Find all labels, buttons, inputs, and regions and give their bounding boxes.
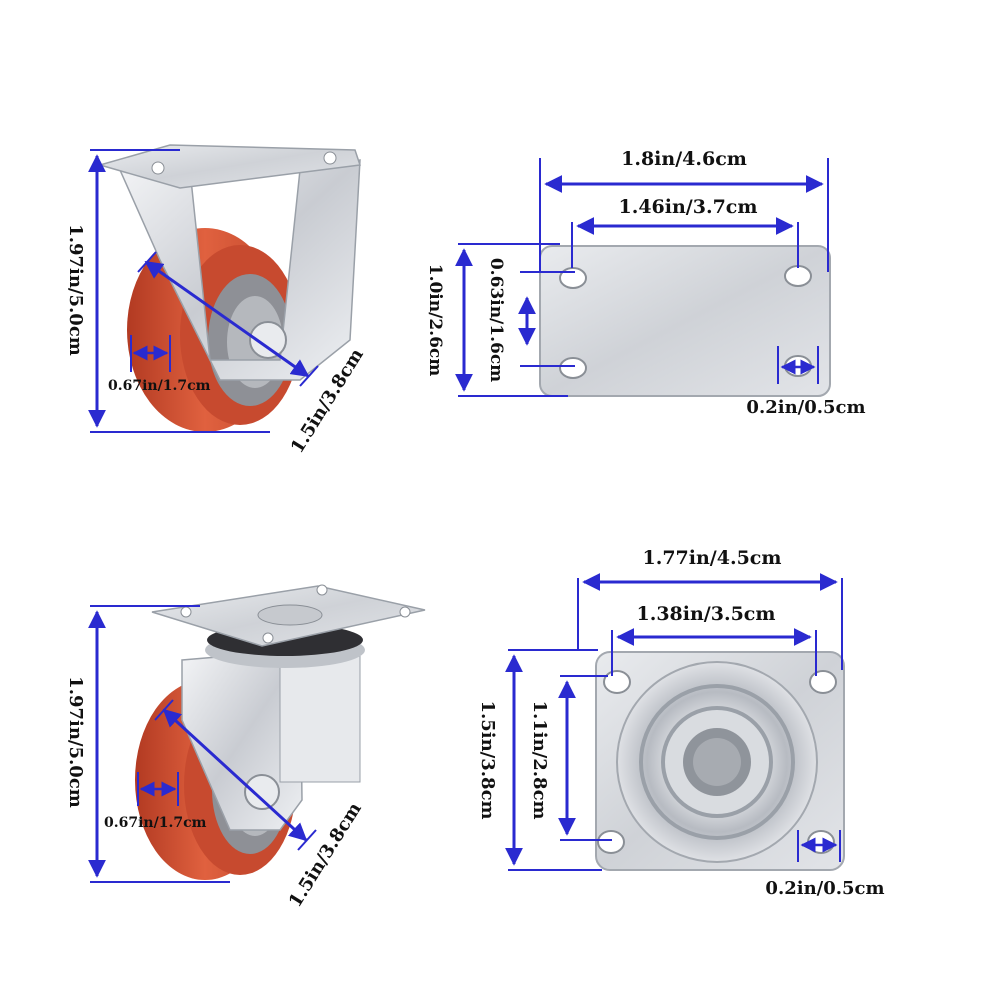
swivel-plate-illustration <box>595 651 845 871</box>
swivel-plate-hole-spacing-width-label: 1.38in/3.5cm <box>637 603 776 625</box>
swivel-plate-outer-height-label: 1.5in/3.8cm <box>477 700 498 819</box>
swivel-caster-wheel-diameter-line <box>162 708 308 842</box>
swivel-plate-outer-width-label: 1.77in/4.5cm <box>643 547 782 569</box>
fixed-plate-outer-width-label: 1.8in/4.6cm <box>621 148 747 170</box>
swivel-caster-illustration <box>135 584 426 880</box>
fixed-plate-hole-spacing-width-label: 1.46in/3.7cm <box>619 196 758 218</box>
fixed-plate-dimensions: 1.8in/4.6cm 1.46in/3.7cm 1.0in/2.6cm 0.6… <box>425 148 866 418</box>
fixed-plate-outer-height-label: 1.0in/2.6cm <box>425 264 445 377</box>
swivel-caster-wheel-width-label: 0.67in/1.7cm <box>104 815 207 831</box>
fixed-caster-wheel-diameter-line <box>144 260 310 378</box>
fixed-caster-wheel-width-label: 0.67in/1.7cm <box>108 378 211 394</box>
swivel-plate-hole-spacing-height-label: 1.1in/2.8cm <box>529 700 550 819</box>
fixed-plate-hole-diameter-label: 0.2in/0.5cm <box>746 397 865 418</box>
swivel-caster-wheel-diameter-label: 1.5in/3.8cm <box>285 799 366 911</box>
swivel-plate-hole-diameter-label: 0.2in/0.5cm <box>765 878 884 899</box>
fixed-plate-illustration <box>539 245 831 397</box>
swivel-plate-dimensions: 1.77in/4.5cm 1.38in/3.5cm 1.5in/3.8cm 1.… <box>477 547 885 899</box>
swivel-caster-height-label: 1.97in/5.0cm <box>65 676 86 808</box>
fixed-caster-height-label: 1.97in/5.0cm <box>65 224 86 356</box>
fixed-plate-hole-spacing-height-label: 0.63in/1.6cm <box>486 258 506 382</box>
